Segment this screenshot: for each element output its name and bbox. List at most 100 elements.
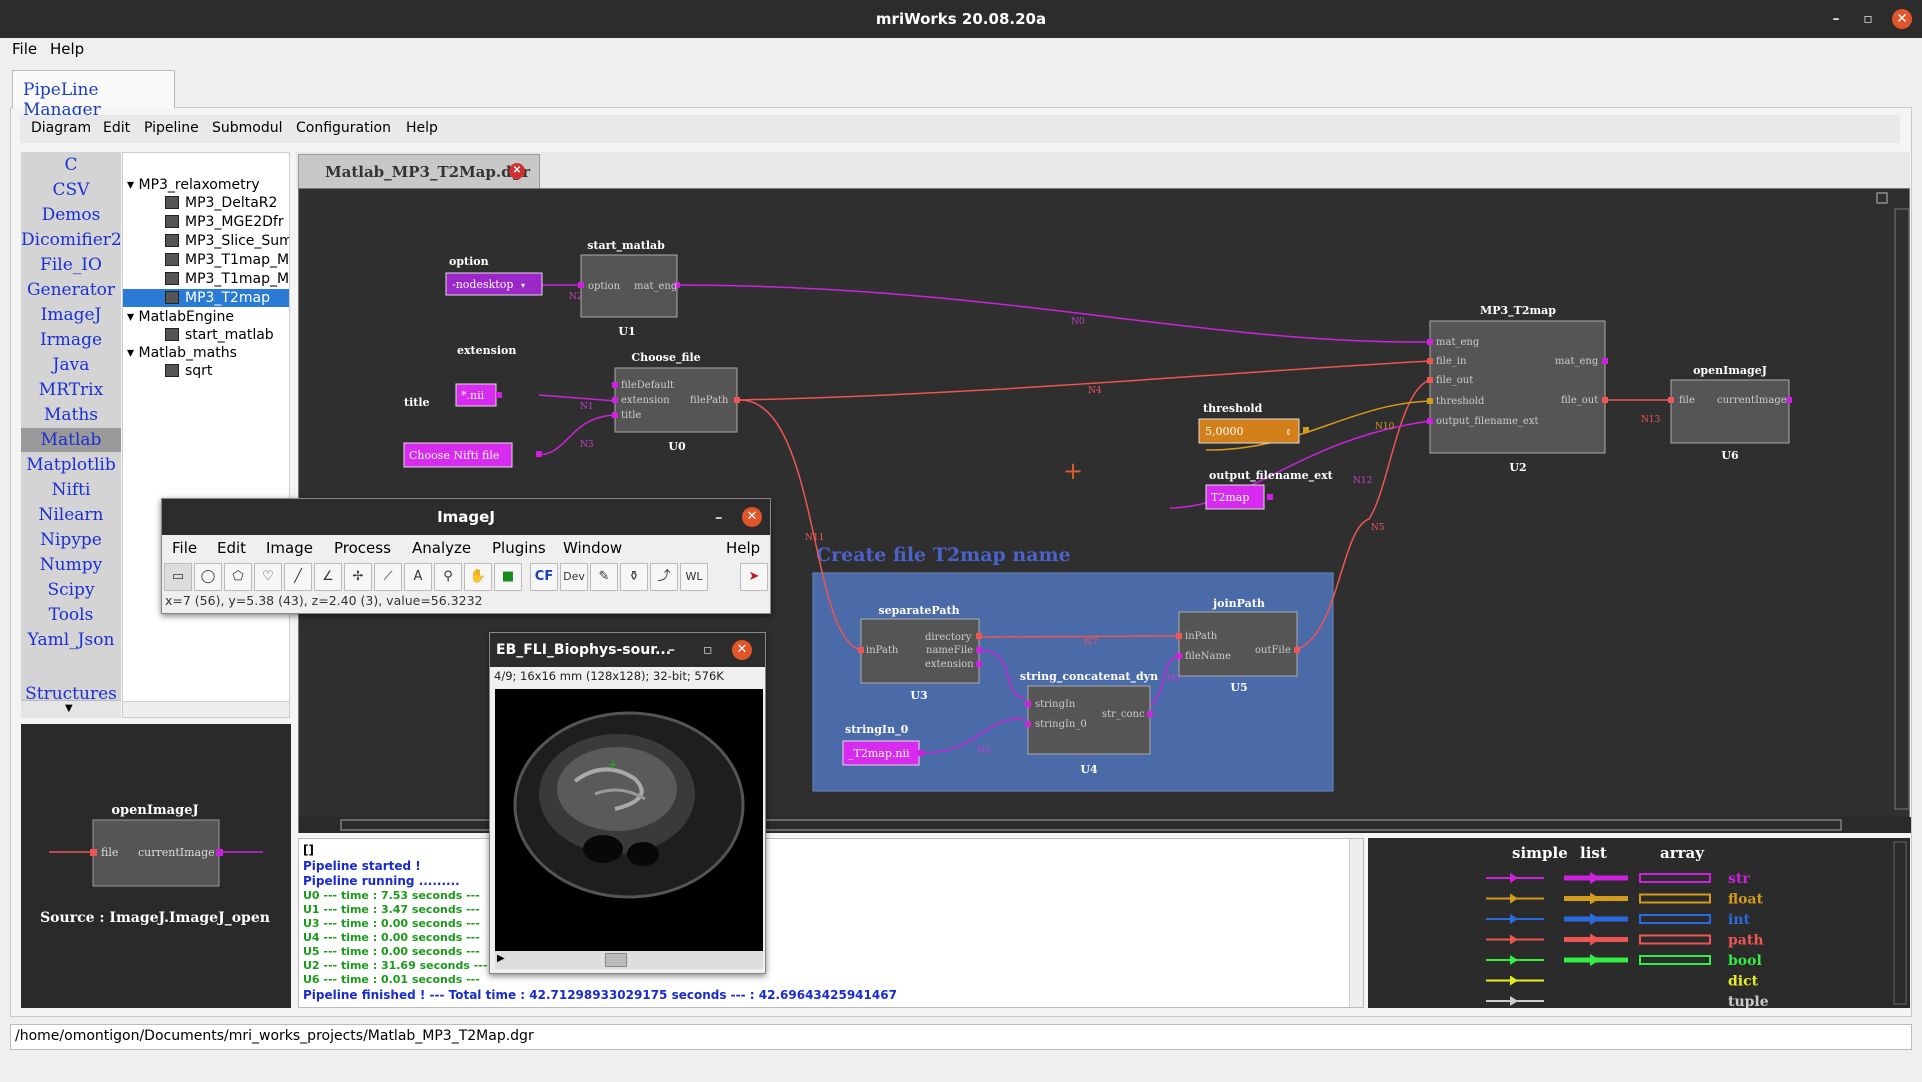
hand-tool-icon[interactable]: ✋ (464, 563, 492, 591)
path-field[interactable]: /home/omontigon/Documents/mri_works_proj… (10, 1024, 1912, 1050)
library-item[interactable]: Generator (26, 280, 116, 300)
minimize-icon[interactable]: – (715, 508, 723, 526)
dev-tool[interactable]: Dev (560, 563, 588, 591)
menu-edit[interactable]: Edit (103, 120, 131, 136)
tree-item[interactable]: MP3_T1map_M (165, 270, 289, 288)
port-icon[interactable] (1294, 647, 1300, 653)
legend-vscrollbar[interactable] (1893, 841, 1907, 1005)
image-scrollbar[interactable]: ▶ (495, 951, 763, 969)
port-icon[interactable] (1668, 397, 1674, 403)
menu-configuration[interactable]: Configuration (296, 120, 391, 136)
port-icon[interactable] (1602, 358, 1608, 364)
port-icon[interactable] (1427, 339, 1433, 345)
library-item[interactable]: Irmage (39, 330, 103, 350)
port-icon[interactable] (612, 382, 618, 388)
minimize-icon[interactable]: – (1832, 11, 1840, 27)
tree-group[interactable]: ▾ Matlab_maths (127, 345, 237, 361)
library-scrollbar[interactable]: ▼ (21, 700, 121, 718)
tree-group[interactable]: ▾ MatlabEngine (127, 309, 234, 325)
point-tool-icon[interactable]: ✢ (344, 563, 372, 591)
option-dropdown[interactable] (445, 272, 543, 296)
zoom-tool-icon[interactable]: ⚲ (434, 563, 462, 591)
library-item[interactable]: Structures (25, 684, 117, 704)
library-item[interactable]: MRTrix (38, 380, 104, 400)
expand-arrow-icon[interactable]: ▾ (127, 309, 139, 325)
tree-item[interactable]: MP3_MGE2Dfr (165, 213, 284, 231)
slice-slider-thumb[interactable] (605, 953, 627, 967)
port-icon[interactable] (1427, 418, 1433, 424)
ij-menu-item[interactable]: Image (266, 539, 313, 557)
chevron-down-icon[interactable]: ▼ (65, 703, 73, 714)
link-threshold[interactable] (1205, 400, 1431, 451)
chevron-down-icon[interactable]: ▾ (521, 281, 525, 290)
ij-menu-item[interactable]: Analyze (412, 539, 472, 557)
tree-item[interactable]: MP3_DeltaR2 (165, 194, 277, 212)
menu-file[interactable]: File (12, 40, 38, 58)
library-item[interactable]: Numpy (39, 555, 103, 575)
menu-help-pipeline[interactable]: Help (406, 120, 438, 136)
library-item[interactable]: Matplotlib (26, 455, 116, 475)
port-icon[interactable] (612, 397, 618, 403)
port-icon[interactable] (1427, 398, 1433, 404)
library-item[interactable]: C (64, 155, 78, 175)
close-icon[interactable]: ✕ (732, 640, 752, 660)
library-item[interactable]: Tools (48, 605, 94, 625)
title-input[interactable] (403, 442, 513, 468)
library-item[interactable]: Maths (43, 405, 99, 425)
library-item[interactable]: Java (52, 355, 90, 375)
port-icon[interactable] (1147, 711, 1153, 717)
port-icon[interactable] (674, 282, 680, 288)
link-N5[interactable] (1287, 379, 1431, 652)
maximize-icon[interactable]: ▫ (1863, 11, 1873, 27)
expand-arrow-icon[interactable]: ▾ (127, 177, 139, 193)
block-openimagej[interactable] (1670, 379, 1790, 444)
link-N1[interactable] (538, 394, 617, 402)
library-item[interactable]: Scipy (47, 580, 95, 600)
block-choose-file[interactable] (614, 367, 738, 433)
tree-group[interactable]: ▾ MP3_relaxometry (127, 177, 260, 193)
color-picker-icon[interactable]: ■ (494, 563, 522, 591)
ij-menu-item[interactable]: File (172, 539, 198, 557)
tab-pipeline-manager[interactable]: PipeLine Manager (12, 70, 175, 120)
expand-arrow-icon[interactable]: ▾ (127, 345, 139, 361)
polygon-tool-icon[interactable]: ⬠ (224, 563, 252, 591)
canvas-scroll-thumb[interactable] (340, 819, 1842, 831)
minimize-icon[interactable]: – (668, 642, 675, 658)
link-N11[interactable] (739, 399, 862, 651)
tree-hscrollbar[interactable] (123, 701, 289, 717)
block-mp3-t2map[interactable] (1429, 320, 1606, 454)
port-icon[interactable] (858, 647, 864, 653)
tree-item-selected[interactable]: MP3_T2map (123, 289, 289, 307)
link-N3[interactable] (536, 414, 616, 456)
port-icon[interactable] (496, 392, 502, 398)
menu-help[interactable]: Help (50, 40, 85, 58)
library-item[interactable]: Demos (41, 205, 101, 225)
library-item[interactable]: Nifti (51, 480, 91, 500)
wand-tool-icon[interactable]: ⟋ (374, 563, 402, 591)
close-icon[interactable]: ✕ (1892, 9, 1912, 29)
freehand-tool-icon[interactable]: ♡ (254, 563, 282, 591)
port-icon[interactable] (1176, 653, 1182, 659)
output-ext-input[interactable] (1205, 484, 1265, 510)
library-item[interactable]: File_IO (40, 255, 102, 275)
library-item[interactable]: Dicomifier2 (21, 230, 121, 250)
link-N8[interactable] (978, 635, 1178, 638)
port-icon[interactable] (976, 633, 982, 639)
play-icon[interactable]: ▶ (497, 953, 505, 964)
link-N12[interactable] (1169, 420, 1431, 509)
port-icon[interactable] (976, 661, 982, 667)
port-icon[interactable] (536, 451, 542, 457)
rectangle-tool-icon[interactable]: ▭ (164, 563, 192, 591)
library-item[interactable]: ImageJ (40, 305, 102, 325)
mri-image[interactable]: + (495, 689, 763, 951)
block-concat[interactable] (1027, 685, 1151, 755)
tree-item[interactable]: sqrt (165, 362, 212, 380)
tree-item[interactable]: start_matlab (165, 326, 274, 344)
port-icon[interactable] (612, 412, 618, 418)
link-N9[interactable] (978, 649, 1026, 699)
spin-arrows-icon[interactable]: ⇕ (1285, 428, 1292, 437)
library-item[interactable]: Nilearn (38, 505, 104, 525)
canvas-vscrollbar[interactable] (1894, 208, 1910, 810)
angle-tool-icon[interactable]: ∠ (314, 563, 342, 591)
log-vscrollbar[interactable] (1349, 839, 1363, 1007)
